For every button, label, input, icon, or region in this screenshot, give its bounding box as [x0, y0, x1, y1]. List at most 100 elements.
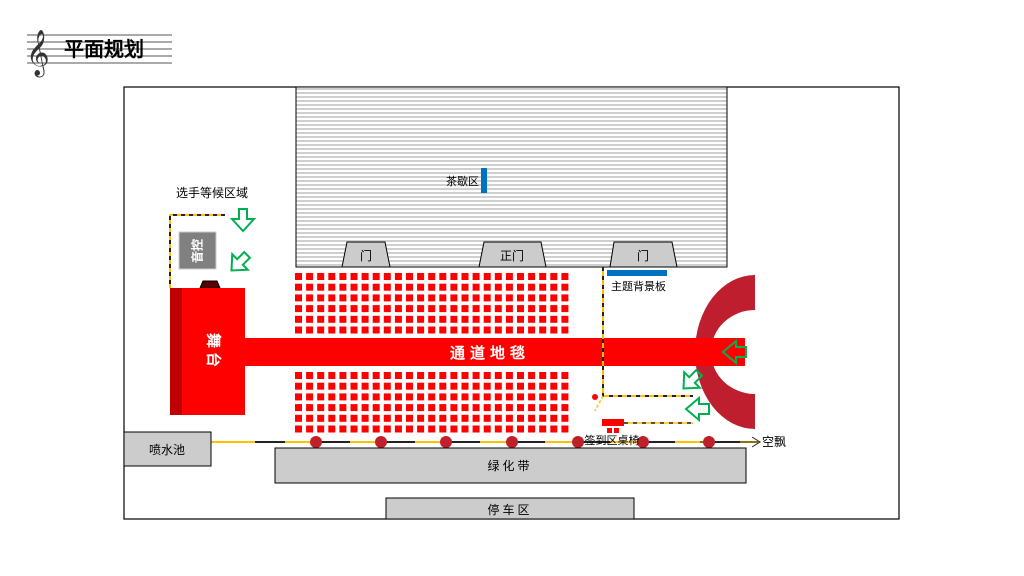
seat	[328, 315, 336, 323]
seat	[539, 425, 547, 433]
svg-text:正门: 正门	[500, 248, 524, 263]
seat	[317, 294, 325, 302]
seat	[561, 283, 569, 291]
seat	[472, 283, 480, 291]
stage-label: 舞台	[205, 333, 223, 371]
seat	[372, 404, 380, 412]
seat	[383, 372, 391, 379]
seat	[494, 294, 502, 302]
seat	[406, 393, 413, 401]
seat	[306, 315, 314, 323]
seat	[339, 326, 347, 334]
seat	[461, 315, 469, 323]
seat	[494, 382, 502, 390]
seat	[361, 273, 369, 280]
seat	[517, 305, 524, 313]
seat	[550, 372, 558, 379]
arrow-down-icon	[229, 208, 257, 233]
seat	[317, 305, 325, 313]
seat	[406, 404, 413, 412]
seat	[306, 283, 314, 291]
seat	[505, 294, 513, 302]
seat	[561, 305, 569, 313]
seat	[517, 273, 524, 280]
door-main: 正门	[478, 241, 547, 268]
seat	[339, 425, 347, 433]
seat	[550, 283, 558, 291]
seat	[317, 315, 325, 323]
seat	[350, 273, 358, 280]
seat	[328, 404, 336, 412]
seat	[350, 382, 358, 390]
seat	[317, 273, 325, 280]
seat	[494, 305, 502, 313]
seat	[517, 294, 524, 302]
seat	[428, 414, 436, 422]
arrow-diagonal-icon	[230, 250, 252, 272]
seat	[517, 372, 524, 379]
seat	[450, 283, 458, 291]
seat	[306, 382, 314, 390]
seat	[472, 382, 480, 390]
seat	[317, 382, 325, 390]
seat	[306, 294, 314, 302]
seat	[517, 425, 524, 433]
seat	[483, 294, 491, 302]
seat	[561, 404, 569, 412]
treble-clef-icon: 𝄞	[26, 30, 50, 78]
seat	[528, 414, 536, 422]
seat	[494, 315, 502, 323]
seat	[394, 315, 402, 323]
seat	[383, 283, 391, 291]
backdrop-board	[607, 270, 667, 276]
seat	[439, 283, 447, 291]
seat	[306, 393, 314, 401]
seat	[450, 372, 458, 379]
seat	[528, 393, 536, 401]
seat	[450, 326, 458, 334]
seat	[295, 382, 302, 390]
seat	[505, 315, 513, 323]
seat	[383, 382, 391, 390]
seat	[417, 283, 425, 291]
seat	[494, 425, 502, 433]
seat	[406, 414, 413, 422]
seat	[461, 393, 469, 401]
seat	[394, 425, 402, 433]
seat	[461, 326, 469, 334]
seat	[450, 294, 458, 302]
seat	[561, 273, 569, 280]
seat	[517, 382, 524, 390]
seat	[428, 305, 436, 313]
seat	[406, 273, 413, 280]
seat	[550, 273, 558, 280]
seat	[528, 283, 536, 291]
seat	[350, 414, 358, 422]
seat	[417, 425, 425, 433]
seat	[394, 372, 402, 379]
seat	[295, 294, 302, 302]
seat	[295, 305, 302, 313]
svg-text:音控: 音控	[190, 239, 205, 263]
seat	[417, 382, 425, 390]
seat	[339, 273, 347, 280]
arrow-left-icon	[684, 395, 710, 423]
seat	[417, 326, 425, 334]
arrow-right-icon	[751, 436, 761, 448]
seat	[528, 294, 536, 302]
seat	[406, 294, 413, 302]
seat	[361, 393, 369, 401]
seat	[461, 305, 469, 313]
seat	[372, 283, 380, 291]
seat	[505, 404, 513, 412]
seat	[383, 414, 391, 422]
seat	[361, 372, 369, 379]
seat	[372, 414, 380, 422]
backdrop-label: 主题背景板	[611, 279, 666, 293]
balloon-dot	[637, 436, 649, 448]
seat	[528, 315, 536, 323]
seat	[317, 393, 325, 401]
tea-break-label: 茶歇区	[446, 175, 479, 188]
seat	[306, 404, 314, 412]
seat	[517, 315, 524, 323]
